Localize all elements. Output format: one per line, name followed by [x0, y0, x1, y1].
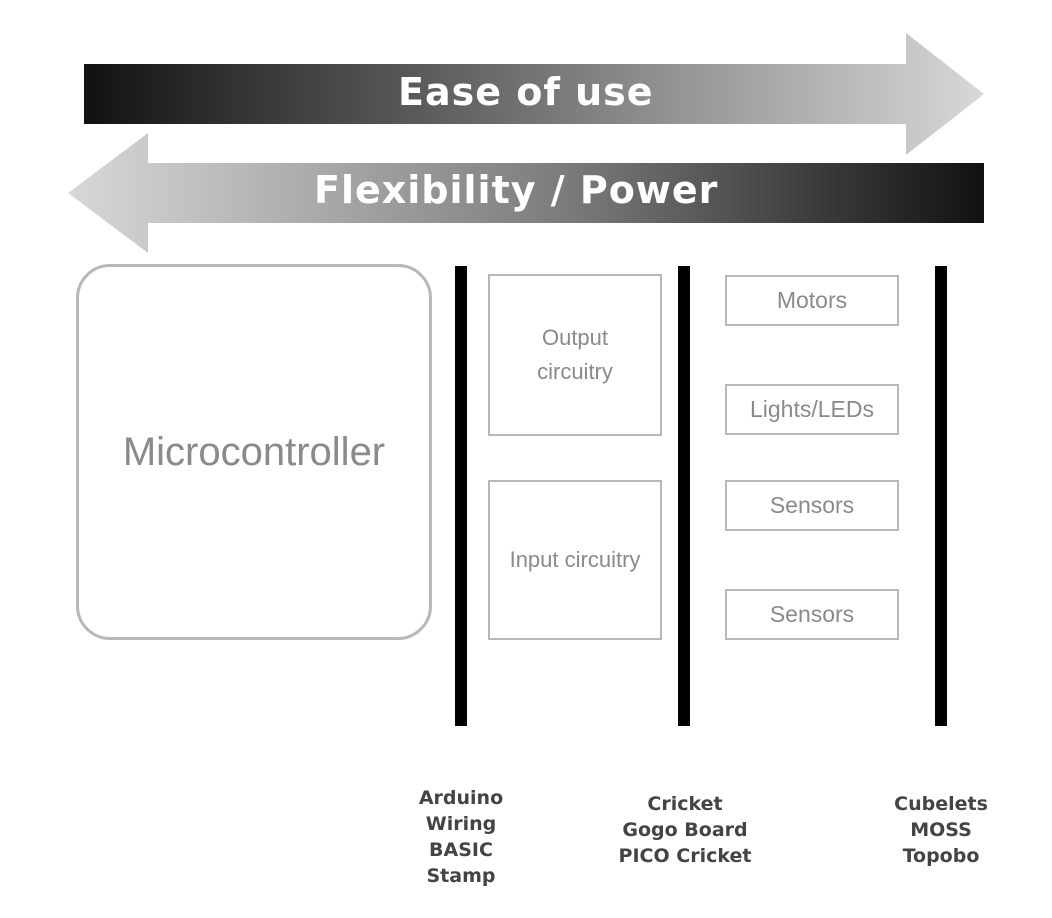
- divider-2: [678, 266, 690, 726]
- flexibility-power-label: Flexibility / Power: [314, 168, 719, 212]
- sensors-box-2: Sensors: [725, 589, 899, 640]
- microcontroller-box: Microcontroller: [76, 264, 432, 640]
- motors-box: Motors: [725, 275, 899, 326]
- sensors-box-1: Sensors: [725, 480, 899, 531]
- divider-1: [455, 266, 467, 726]
- divider-3: [935, 266, 947, 726]
- ease-of-use-label: Ease of use: [398, 70, 654, 114]
- ease-of-use-arrow: [84, 33, 984, 155]
- platforms-level-1: Arduino Wiring BASIC Stamp: [418, 787, 504, 887]
- lights-leds-box: Lights/LEDs: [725, 384, 899, 435]
- platforms-level-3: Cubelets MOSS Topobo: [894, 793, 988, 867]
- input-circuitry-box: Input circuitry: [488, 480, 662, 640]
- flexibility-power-arrow: [68, 133, 984, 253]
- output-circuitry-box: Output circuitry: [488, 274, 662, 436]
- platforms-level-2: Cricket Gogo Board PICO Cricket: [618, 793, 752, 867]
